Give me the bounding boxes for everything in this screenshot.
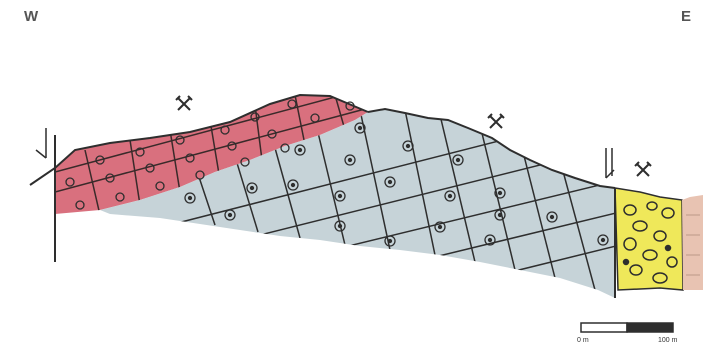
east-label: E <box>681 8 691 25</box>
scale-start-label: 0 m <box>577 337 589 344</box>
brown-rock-unit <box>682 195 703 290</box>
fault-arrow-down-icon <box>36 128 46 158</box>
west-label: W <box>24 8 38 25</box>
fault-arrow-down-icon <box>606 148 614 178</box>
mine-symbol-icon <box>488 114 504 128</box>
mine-symbol-icon <box>635 162 651 176</box>
scale-end-label: 100 m <box>658 337 677 344</box>
scale-bar <box>581 323 673 332</box>
mine-symbol-icon <box>176 96 192 110</box>
